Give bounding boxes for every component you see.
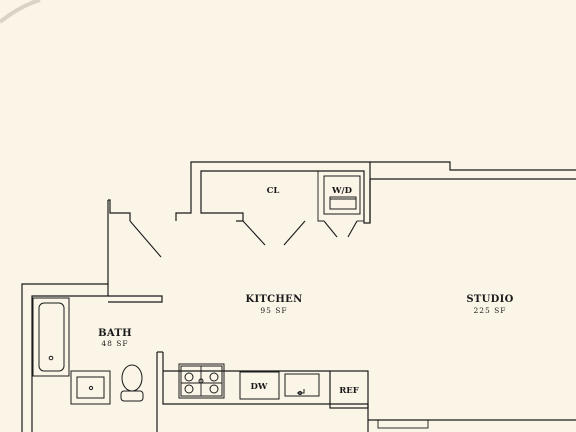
decorative-arc <box>0 0 41 24</box>
dishwasher-label: DW <box>251 382 268 392</box>
room-label-bath: BATH <box>98 328 132 339</box>
washer-dryer-label: W/D <box>331 186 353 196</box>
washer-dryer <box>323 175 361 215</box>
doors <box>129 220 358 258</box>
refrigerator-label: REF <box>339 386 359 396</box>
bath-vanity <box>70 370 111 405</box>
room-area-bath: 48 SF <box>101 339 128 348</box>
room-label-closet: CL <box>267 186 280 196</box>
room-area-studio: 225 SF <box>473 306 506 315</box>
room-label-kitchen: KITCHEN <box>245 294 302 305</box>
kitchen-sink <box>284 373 320 397</box>
bathtub <box>32 297 70 377</box>
refrigerator <box>329 370 369 409</box>
room-area-kitchen: 95 SF <box>260 306 287 315</box>
toilet <box>120 364 144 402</box>
dishwasher <box>239 371 280 400</box>
walls <box>21 161 576 432</box>
room-label-studio: STUDIO <box>466 294 513 305</box>
kitchen-counter <box>163 363 330 399</box>
